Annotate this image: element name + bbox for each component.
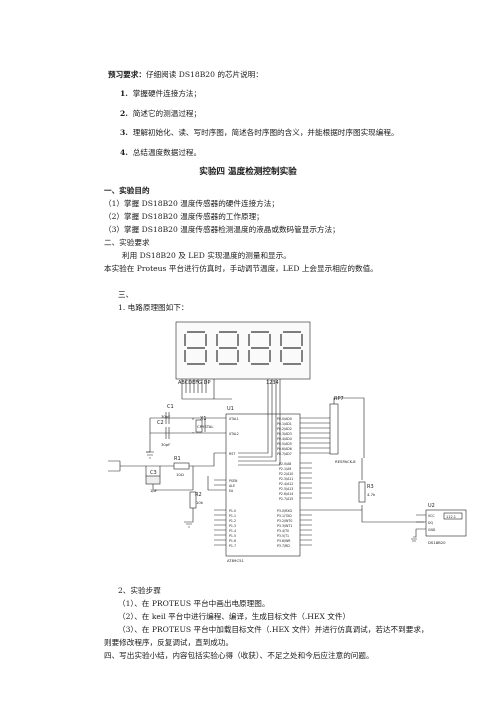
svg-text:P3.0/RXD: P3.0/RXD <box>277 509 292 513</box>
svg-text:P1.3: P1.3 <box>229 524 236 528</box>
svg-text:PSEN: PSEN <box>229 479 238 483</box>
svg-text:P0.2/AD2: P0.2/AD2 <box>277 427 292 431</box>
r3-resistor <box>358 481 366 503</box>
objective-3: （3）掌握 DS18B20 温度传感器检测温度的液晶或数码管显示方法； <box>104 225 340 234</box>
svg-text:P2.6/A14: P2.6/A14 <box>279 492 293 496</box>
svg-text:RST: RST <box>229 452 235 456</box>
svg-text:P1.4: P1.4 <box>229 529 236 533</box>
u2-temperature-readout <box>443 512 463 520</box>
r3-label: R3 <box>367 484 374 490</box>
svg-text:P1.7: P1.7 <box>229 544 236 548</box>
r2-label: R2 <box>195 492 202 498</box>
preview-item-4: 4. 总结温度数据过程。 <box>120 148 202 157</box>
r1-value: 10Ω <box>176 472 184 477</box>
c3-value: 1μF <box>150 488 157 493</box>
c1-label: C1 <box>167 404 174 410</box>
svg-text:P1.5: P1.5 <box>229 534 236 538</box>
r2-value: 10k <box>196 500 204 505</box>
svg-text:P0.0/AD0: P0.0/AD0 <box>277 417 292 421</box>
svg-text:P2.1/A9: P2.1/A9 <box>279 467 291 471</box>
svg-text:P0.7/AD7: P0.7/AD7 <box>277 452 292 456</box>
svg-text:P3.2/INT0: P3.2/INT0 <box>277 519 292 523</box>
r1-resistor <box>173 462 190 470</box>
c1-value: 30pF <box>161 414 170 419</box>
step-3a: （3）、在 PROTEUS 平台中加载目标文件（.HEX 文件）并进行仿真调试，… <box>118 625 429 634</box>
section3-heading: 三、 <box>118 290 134 299</box>
step-2: （2）、在 keil 平台中进行编程、编译，生成目标文件（.HEX 文件） <box>118 612 351 621</box>
c3-capacitor <box>145 475 161 485</box>
x1-value: CRYSTAL <box>197 424 214 429</box>
svg-text:P1.6: P1.6 <box>229 539 236 543</box>
svg-text:P2.2/A10: P2.2/A10 <box>279 472 293 476</box>
section2-heading: 二、实验要求 <box>104 238 150 247</box>
c2-value: 30pF <box>161 442 170 447</box>
u1-part: AT89C51 <box>227 558 245 563</box>
svg-text:P2.0/A8: P2.0/A8 <box>279 462 291 466</box>
section2-p2: 本实验在 Proteus 平台进行仿真时，手动调节温度，LED 上会显示相应的数… <box>104 264 378 273</box>
u1-label: U1 <box>227 406 234 412</box>
svg-text:P2.7/A15: P2.7/A15 <box>279 497 293 501</box>
svg-text:P1.0: P1.0 <box>229 509 236 513</box>
svg-text:P3.1/TXD: P3.1/TXD <box>277 514 292 518</box>
svg-text:ALE: ALE <box>229 484 235 488</box>
svg-text:DQ: DQ <box>428 521 433 525</box>
section3-item1: 1. 电路原理图如下： <box>118 303 189 312</box>
svg-text:EA: EA <box>229 489 234 493</box>
svg-text:P0.3/AD3: P0.3/AD3 <box>277 432 292 436</box>
c2-label: C2 <box>157 420 164 426</box>
section2-p1: 利用 DS18B20 及 LED 实现温度的测量和显示。 <box>122 251 291 260</box>
seven-segment-display <box>175 321 311 380</box>
preview-heading: 预习要求： <box>108 70 146 79</box>
rp7-label: RP7 <box>334 396 344 402</box>
step-1: （1）、在 PROTEUS 平台中画出电原理图。 <box>118 599 270 608</box>
display-digit-label: 1234 <box>266 380 279 386</box>
svg-text:P3.7/RD: P3.7/RD <box>277 544 290 548</box>
preview-item-1: 1. 掌握硬件连接方法； <box>120 89 202 98</box>
display-segment-label: ABCDEFG DP <box>178 380 210 386</box>
preview-item-2: 2. 简述它的测温过程； <box>120 109 202 118</box>
rp7-resistor-pack <box>329 403 339 455</box>
svg-text:P2.4/A12: P2.4/A12 <box>279 482 293 486</box>
steps-heading: 2、实验步骤 <box>118 586 161 595</box>
u2-ds18b20 <box>425 509 467 537</box>
svg-text:P3.6/WR: P3.6/WR <box>277 539 291 543</box>
svg-text:P3.5/T1: P3.5/T1 <box>277 534 289 538</box>
svg-text:P1.2: P1.2 <box>229 519 236 523</box>
svg-text:XTAL1: XTAL1 <box>229 417 239 421</box>
preview-line: 预习要求：仔细阅读 DS18B20 的芯片说明： <box>108 70 263 80</box>
section1-heading: 一、实验目的 <box>104 186 150 195</box>
svg-text:P0.1/AD1: P0.1/AD1 <box>277 422 292 426</box>
svg-text:P0.4/AD4: P0.4/AD4 <box>277 437 292 441</box>
svg-text:P0.5/AD5: P0.5/AD5 <box>277 442 292 446</box>
x1-crystal <box>195 419 203 433</box>
u2-label: U2 <box>428 503 435 509</box>
section4: 四、写出实验小结，内容包括实验心得（收获）、不足之处和今后应注意的问题。 <box>104 651 374 660</box>
u2-part: DS18B20 <box>428 540 446 545</box>
svg-text:P0.6/AD6: P0.6/AD6 <box>277 447 292 451</box>
svg-text:VCC: VCC <box>428 514 435 518</box>
svg-text:P1.1: P1.1 <box>229 514 236 518</box>
x1-label: X1 <box>200 416 207 422</box>
objective-1: （1）掌握 DS18B20 温度传感器的硬件连接方法； <box>104 199 279 208</box>
preview-intro: 仔细阅读 DS18B20 的芯片说明： <box>145 70 263 79</box>
preview-item-3: 3. 理解初始化、读、写时序图，简述各时序图的含义，并能根据时序图实现编程。 <box>120 128 399 137</box>
c3-label: C3 <box>150 470 157 476</box>
svg-text:XTAL2: XTAL2 <box>229 432 239 436</box>
experiment-title: 实验四 温度检测控制实验 <box>199 167 297 177</box>
r3-value: 4.7k <box>367 492 376 497</box>
svg-text:P2.5/A13: P2.5/A13 <box>279 487 293 491</box>
svg-text:GND: GND <box>428 528 436 532</box>
svg-text:P3.4/T0: P3.4/T0 <box>277 529 289 533</box>
step-3b: 则要修改程序，反复调试，直到成功。 <box>104 638 234 647</box>
svg-text:P2.3/A11: P2.3/A11 <box>279 477 293 481</box>
objective-2: （2）掌握 DS18B20 温度传感器的工作原理； <box>104 212 264 221</box>
rp7-sub: RESPACK-8 <box>335 459 356 464</box>
u2-value: 112.1 <box>446 515 456 519</box>
r1-label: R1 <box>174 456 181 462</box>
svg-text:P3.3/INT1: P3.3/INT1 <box>277 524 292 528</box>
